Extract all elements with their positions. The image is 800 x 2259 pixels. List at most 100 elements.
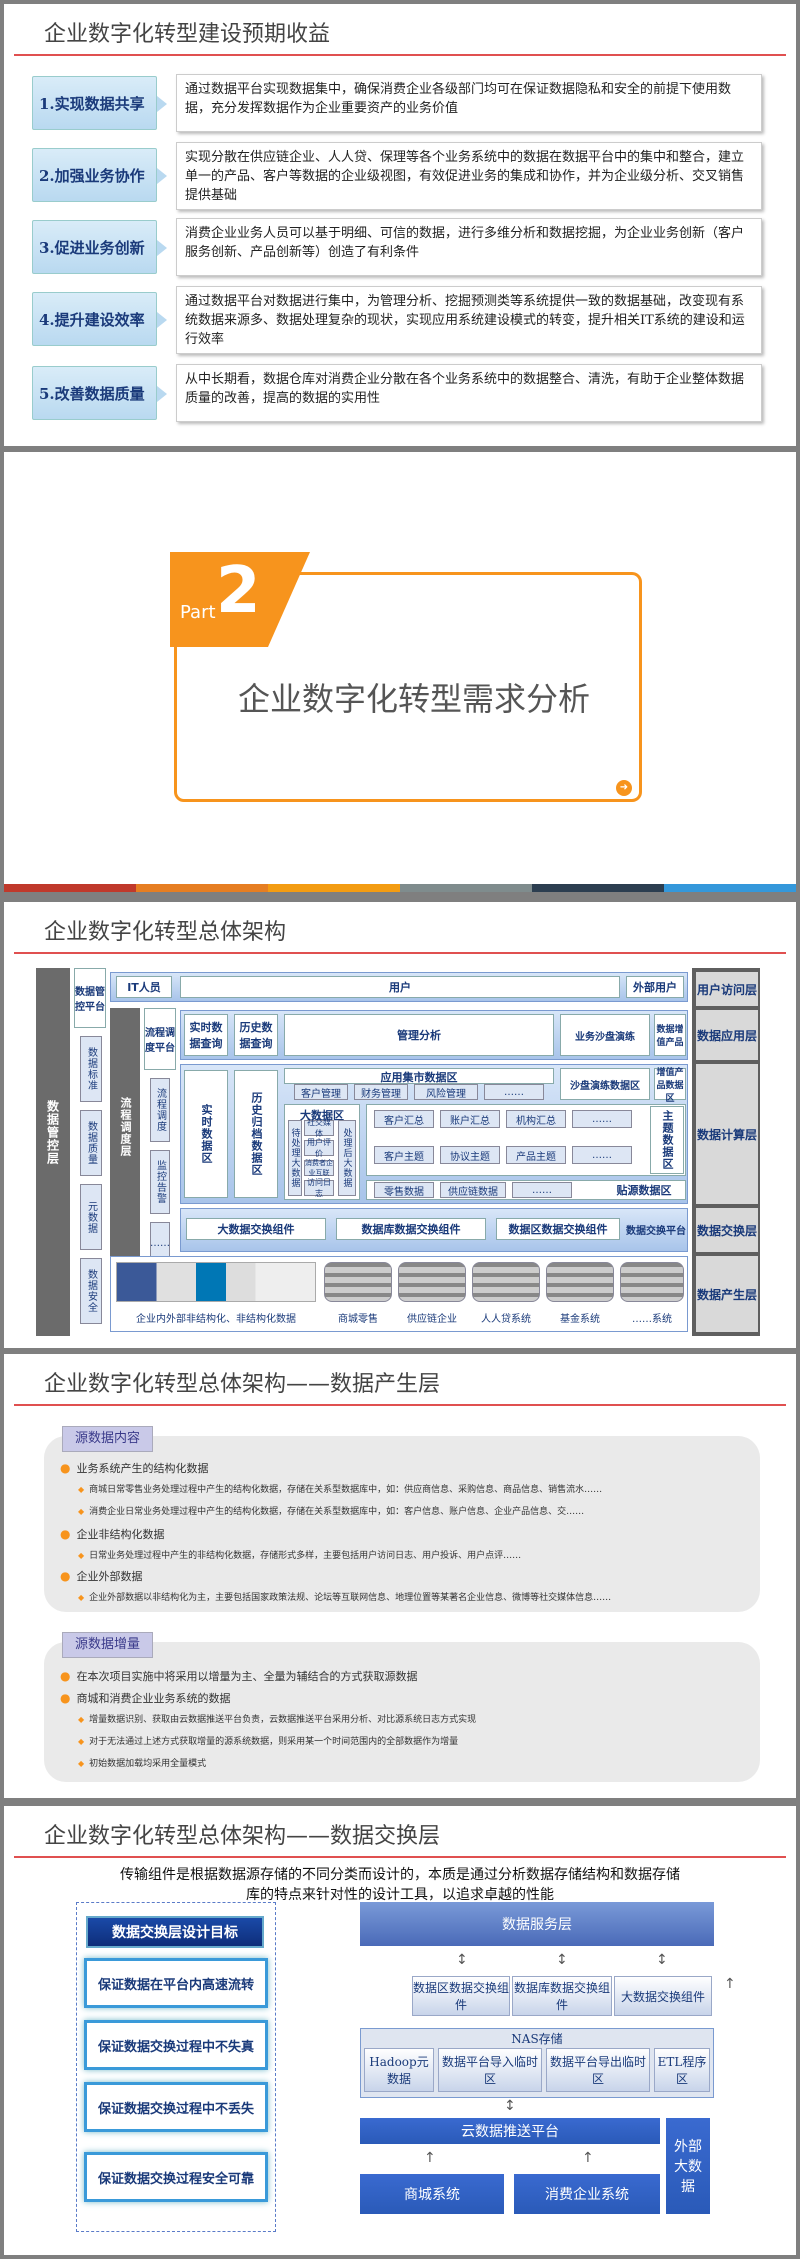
section-title: 企业数字化转型需求分析 [237, 680, 590, 718]
bigdata-item: 社交媒体 [304, 1118, 334, 1138]
bigdata-item: 消费者企业互联 [304, 1159, 334, 1177]
source-item: 零售数据 [374, 1182, 434, 1198]
arrow-right-icon [157, 96, 167, 112]
sub-bullet-item: ◆对于无法通过上述方式获取增量的源系统数据，则采用某一个时间范围内的全部数据作为… [78, 1737, 459, 1747]
color-band [4, 884, 136, 892]
system-label: 供应链企业 [407, 1313, 457, 1325]
external-user-box: 外部用户 [626, 976, 684, 998]
processed-bigdata: 处理后大数据 [338, 1120, 356, 1196]
sub-bullet-item: ◆增量数据识别、获取由云数据推送平台负责，云数据推送平台采用分析、对比源系统日志… [78, 1715, 477, 1725]
source-increment-panel [44, 1642, 760, 1782]
storage-zone: ETL程序区 [654, 2048, 710, 2092]
color-band [400, 884, 532, 892]
exchange-platform: 数据交换平台 [626, 1225, 686, 1237]
database-icon [546, 1262, 614, 1302]
governance-layer-label: 数据管控层 [45, 1099, 60, 1165]
system-label: 人人贷系统 [481, 1313, 531, 1325]
intro-line: 传输组件是根据数据源存储的不同分类而设计的，本质是通过分析数据存储结构和数据存储 [120, 1867, 680, 1883]
slide-title: 企业数字化转型总体架构——数据产生层 [44, 1372, 441, 1397]
governance-item: 数据质量 [80, 1110, 102, 1176]
flow-platform: 流程调度平台 [144, 1008, 176, 1070]
exchange-component: 数据区数据交换组件 [412, 1976, 510, 2016]
arrow-up-icon: ↑ [724, 1976, 736, 1992]
sub-bullet-item: ◆初始数据加载均采用全量模式 [78, 1759, 207, 1769]
summary-item: 账户汇总 [440, 1110, 500, 1128]
arrow-right-icon [157, 386, 167, 402]
arrow-up-icon: ↑ [582, 2150, 594, 2166]
topic-item: 协议主题 [440, 1146, 500, 1164]
bullet-dot-icon: ● [60, 1461, 71, 1475]
source-zone: 贴源数据区 [616, 1184, 672, 1197]
database-icon [472, 1262, 540, 1302]
title-underline [14, 1856, 786, 1858]
goal-frame [76, 1902, 276, 2232]
benefit-text: 通过数据平台实现数据集中，确保消费企业各级部门均可在保证数据隐私和安全的前提下使… [176, 74, 762, 132]
benefit-label: 3.促进业务创新 [32, 220, 157, 274]
storage-zone: 数据平台导出临时区 [546, 2048, 650, 2092]
arrow-up-icon: ↕ [504, 2098, 516, 2114]
benefit-label: 4.提升建设效率 [32, 292, 157, 346]
source-system: 商城系统 [360, 2174, 504, 2214]
benefit-row: 1.实现数据共享 通过数据平台实现数据集中，确保消费企业各级部门均可在保证数据隐… [32, 74, 762, 132]
system-label: 基金系统 [560, 1313, 600, 1325]
layer-label: 数据产生层 [696, 1256, 758, 1332]
history-zone: 历史归档数据区 [234, 1070, 278, 1198]
system-label: ……系统 [632, 1313, 672, 1325]
source-system: 消费企业系统 [514, 2174, 660, 2214]
color-band [532, 884, 664, 892]
unstructured-data-label: 企业内外部非结构化、非结构化数据 [136, 1313, 296, 1325]
diamond-bullet-icon: ◆ [78, 1485, 85, 1494]
slide-overall-architecture: 企业数字化转型总体架构 数据管控层 数据管控平台 数据标准 数据质量 元数据 数… [4, 902, 796, 1348]
user-box: 用户 [180, 976, 620, 998]
layer-label: 用户访问层 [696, 972, 758, 1006]
value-zone: 增值产品数据区 [654, 1068, 686, 1104]
arrow-right-icon [157, 240, 167, 256]
app-mart-zone: 应用集市数据区 [284, 1068, 554, 1084]
color-band [664, 884, 796, 892]
sub-bullet-item: ◆商城日常零售业务处理过程中产生的结构化数据，存储在关系型数据库中，如：供应商信… [78, 1485, 603, 1495]
governance-column [36, 968, 70, 1336]
arrow-up-icon: ↕ [656, 1952, 668, 1968]
bigdata-item: 用户评价 [304, 1138, 334, 1158]
topic-item: …… [572, 1146, 632, 1164]
benefit-row: 3.促进业务创新 消费企业业务人员可以基于明细、可信的数据，进行多维分析和数据挖… [32, 218, 762, 276]
color-band [268, 884, 400, 892]
benefit-text: 从中长期看，数据仓库对消费企业分散在各个业务系统中的数据整合、清洗，有助于企业整… [176, 364, 762, 422]
service-layer: 数据服务层 [360, 1902, 714, 1946]
app-mart-item: 风险管理 [414, 1084, 478, 1100]
benefit-row: 4.提升建设效率 通过数据平台对数据进行集中，为管理分析、挖掘预测类等系统提供一… [32, 286, 762, 354]
goal-item: 保证数据交换过程中不丢失 [84, 2082, 268, 2132]
value-product-box: 数据增值产品 [654, 1014, 686, 1056]
layer-label: 数据交换层 [696, 1208, 758, 1252]
benefit-text: 实现分散在供应链企业、人人贷、保理等各个业务系统中的数据在数据平台中的集中和整合… [176, 142, 762, 210]
history-query-box: 历史数据查询 [234, 1014, 278, 1056]
storage-zone: Hadoop元数据 [364, 2048, 434, 2092]
title-underline [14, 952, 786, 954]
benefit-row: 5.改善数据质量 从中长期看，数据仓库对消费企业分散在各个业务系统中的数据整合、… [32, 364, 762, 422]
diamond-bullet-icon: ◆ [78, 1737, 85, 1746]
mgmt-analysis-box: 管理分析 [284, 1014, 554, 1056]
app-mart-item: 客户管理 [294, 1084, 348, 1100]
flow-item: 流程调度 [150, 1078, 170, 1142]
topic-item: 客户主题 [374, 1146, 434, 1164]
app-mart-item: 财务管理 [354, 1084, 408, 1100]
panel-tag: 源数据内容 [62, 1426, 154, 1452]
arrow-right-circle-icon: ➜ [616, 780, 632, 796]
slide-title: 企业数字化转型建设预期收益 [44, 22, 331, 47]
part-number: 2 [216, 554, 261, 628]
nas-label: NAS存储 [511, 2032, 563, 2046]
benefit-label: 2.加强业务协作 [32, 148, 157, 202]
summary-item: …… [572, 1110, 632, 1128]
slide-expected-benefits: 企业数字化转型建设预期收益 1.实现数据共享 通过数据平台实现数据集中，确保消费… [4, 4, 796, 446]
realtime-zone: 实时数据区 [184, 1070, 228, 1198]
goal-item: 保证数据在平台内高速流转 [84, 1958, 268, 2008]
database-icon [620, 1262, 684, 1302]
summary-item: 机构汇总 [506, 1110, 566, 1128]
sandbox-zone: 沙盘演练数据区 [560, 1068, 650, 1100]
source-item: …… [512, 1182, 572, 1198]
source-content-panel [44, 1436, 760, 1612]
bullet-item: ●业务系统产生的结构化数据 [60, 1461, 209, 1475]
governance-item: 数据标准 [80, 1036, 102, 1102]
exchange-component: 数据库数据交换组件 [512, 1976, 612, 2016]
bullet-dot-icon: ● [60, 1669, 71, 1683]
